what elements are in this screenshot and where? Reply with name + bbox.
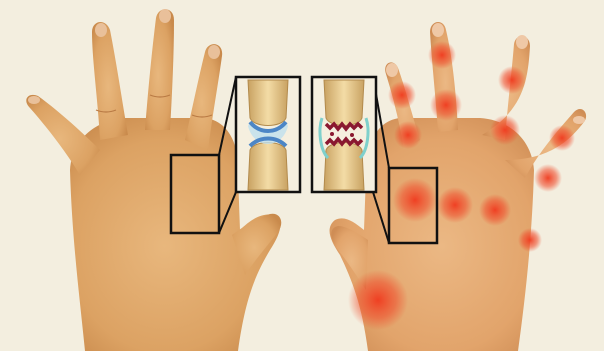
left-ring-nail <box>95 23 107 37</box>
left-index-nail <box>208 45 220 59</box>
healthy-joint-inset <box>236 77 300 192</box>
right-ring-nail <box>516 35 528 49</box>
right-middle-nail <box>432 23 444 37</box>
damaged-joint-inset <box>312 77 376 192</box>
left-middle-finger <box>145 9 174 130</box>
left-pinky-nail <box>28 96 40 104</box>
left-middle-nail <box>159 9 171 23</box>
left-ring-finger <box>92 22 128 140</box>
right-pinky-nail <box>573 116 585 124</box>
right-index-nail <box>386 63 398 77</box>
